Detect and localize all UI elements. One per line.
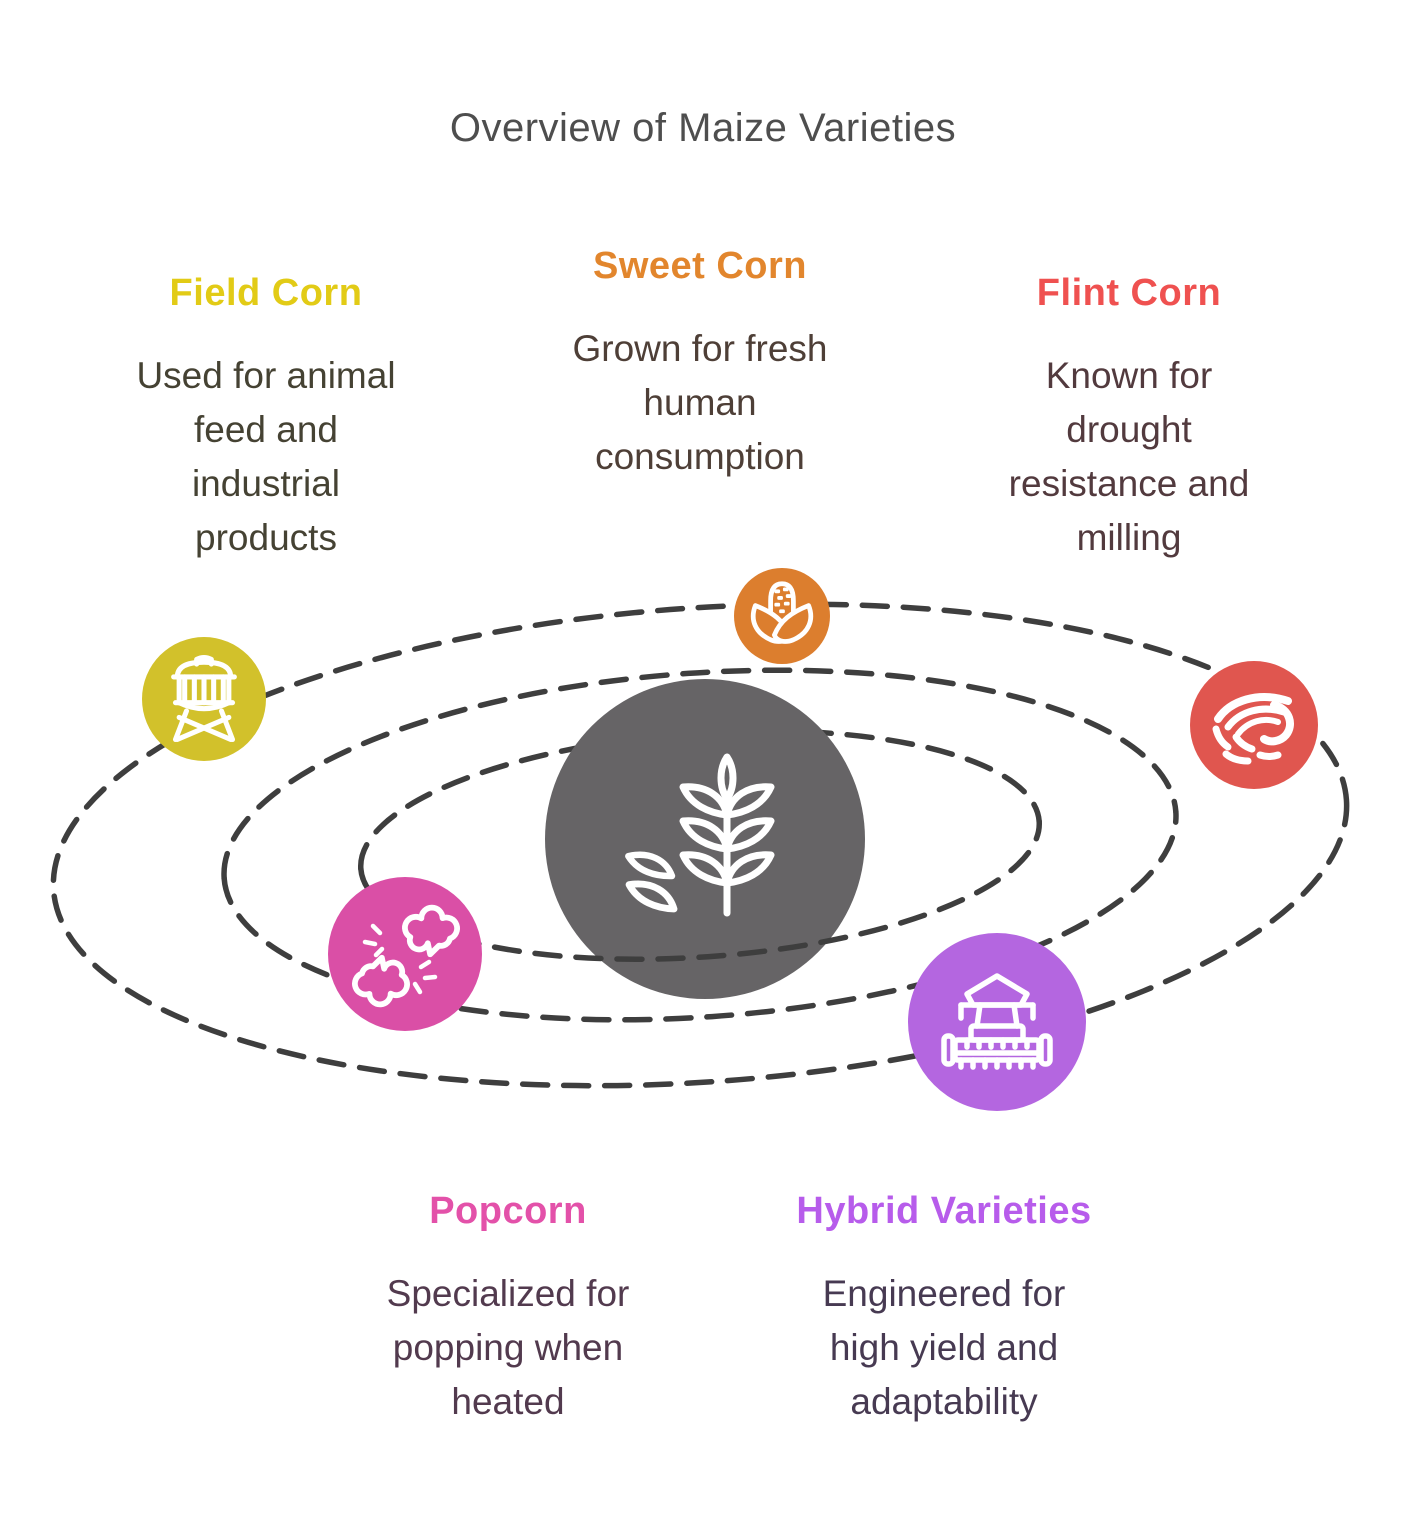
hybrid-varieties-heading: Hybrid Varieties — [796, 1190, 1092, 1232]
grain-milling-icon — [1212, 693, 1294, 765]
popcorn-icon — [351, 903, 460, 1010]
corn-cob-icon — [750, 581, 814, 644]
middle-orbit-ring-bottom — [221, 808, 1179, 1023]
popcorn-node — [328, 877, 482, 1031]
middle-orbit-ring-top — [221, 667, 1179, 882]
hybrid-varieties-description: Engineered for high yield and adaptabili… — [822, 1273, 1066, 1422]
field-corn-description: Used for animal feed and industrial prod… — [136, 355, 396, 558]
field-corn-label: Field Corn Used for animal feed and indu… — [56, 272, 476, 565]
outer-orbit-ring — [50, 601, 1350, 1089]
flint-corn-node — [1190, 661, 1318, 789]
sweet-corn-heading: Sweet Corn — [592, 245, 808, 287]
flint-corn-heading: Flint Corn — [1036, 272, 1222, 314]
popcorn-label: Popcorn Specialized for popping when hea… — [298, 1190, 718, 1429]
center-hub — [545, 679, 865, 999]
field-corn-heading: Field Corn — [169, 272, 363, 314]
hybrid-varieties-circle — [908, 933, 1086, 1111]
combine-harvester-icon — [941, 973, 1053, 1070]
maize-plant-icon — [628, 753, 771, 917]
water-tower-icon — [171, 655, 237, 743]
popcorn-circle — [328, 877, 482, 1031]
sweet-corn-circle — [734, 568, 830, 664]
field-corn-node — [142, 637, 266, 761]
orbit-rings-front — [221, 808, 1179, 1023]
center-circle — [545, 679, 865, 999]
popcorn-heading: Popcorn — [429, 1190, 587, 1232]
flint-corn-description: Known for drought resistance and milling — [1008, 355, 1250, 558]
sweet-corn-description: Grown for fresh human consumption — [572, 328, 828, 477]
sweet-corn-label: Sweet Corn Grown for fresh human consump… — [490, 245, 910, 484]
flint-corn-label: Flint Corn Known for drought resistance … — [919, 272, 1339, 565]
inner-orbit-ring-bottom — [358, 818, 1042, 962]
sweet-corn-node — [734, 568, 830, 664]
page-title: Overview of Maize Varieties — [449, 106, 957, 150]
hybrid-varieties-node — [908, 933, 1086, 1111]
hybrid-varieties-label: Hybrid Varieties Engineered for high yie… — [734, 1190, 1154, 1429]
popcorn-description: Specialized for popping when heated — [386, 1273, 630, 1422]
